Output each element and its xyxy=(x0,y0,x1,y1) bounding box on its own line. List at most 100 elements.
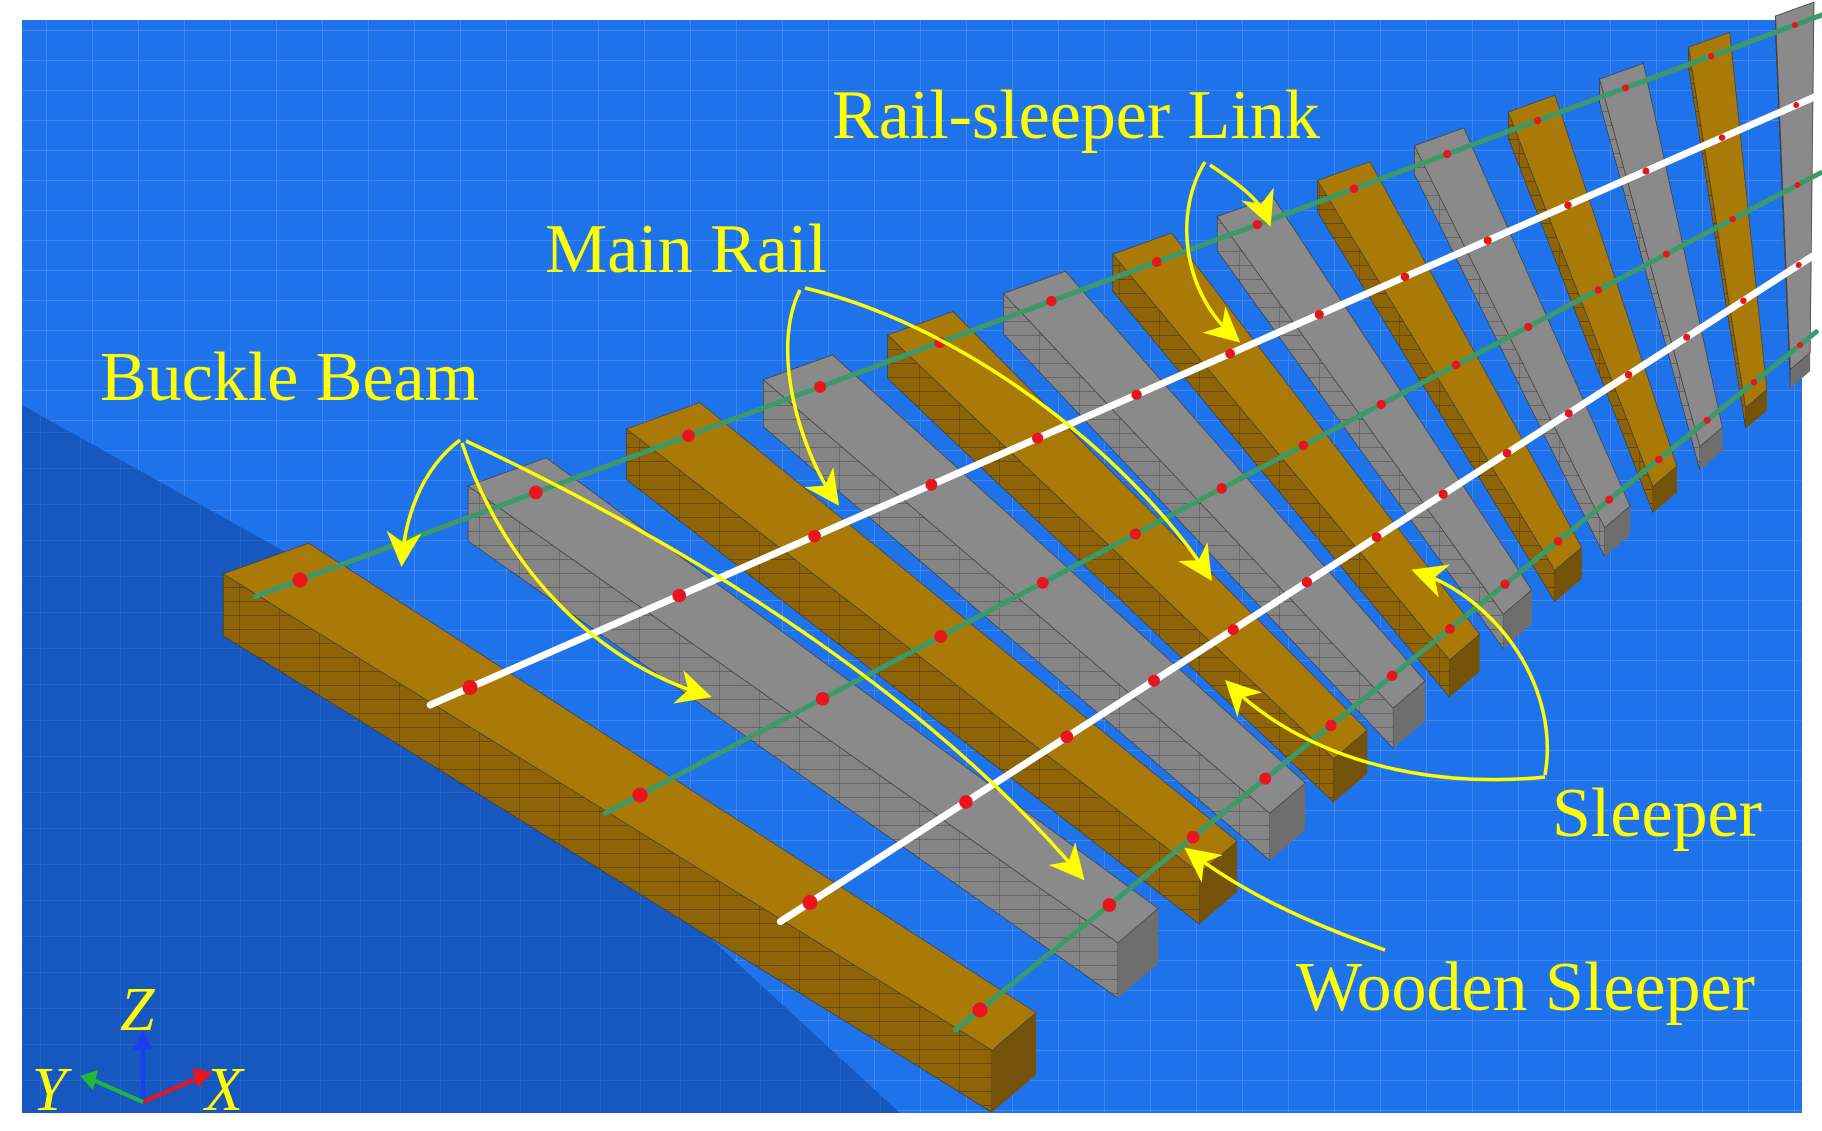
rail-sleeper-link-node xyxy=(1750,378,1758,386)
rail-sleeper-link-node xyxy=(1060,730,1074,744)
rail-sleeper-link-node xyxy=(1642,167,1650,175)
main-rail-right xyxy=(776,248,1822,926)
rail-sleeper-link-node xyxy=(1533,116,1542,125)
axis-z-head xyxy=(133,1030,153,1050)
rail-sleeper-link-node xyxy=(1314,309,1324,320)
rail-sleeper-link-node xyxy=(1032,432,1044,444)
rail-sleeper-link-node xyxy=(1624,370,1633,379)
arrow-mainrail-2 xyxy=(804,286,1212,581)
rail-sleeper-link-node xyxy=(1349,184,1359,194)
rail-sleeper-link-node xyxy=(672,588,687,603)
rail-sleeper-link-node xyxy=(1797,342,1803,348)
rail-sleeper-link-node xyxy=(1386,670,1398,682)
rail-sleeper-link-node xyxy=(1708,52,1715,60)
arrow-link-1 xyxy=(1209,163,1274,227)
rail-sleeper-link-node xyxy=(1046,295,1057,307)
sleeper-end xyxy=(1503,589,1532,649)
axis-x-head xyxy=(192,1068,212,1088)
rail-sleeper-link-node xyxy=(1301,576,1313,588)
sleeper-end xyxy=(1699,427,1723,471)
rail-sleeper-link-node xyxy=(1483,236,1492,245)
rail-sleeper-link-node xyxy=(632,787,648,803)
arrow-buckle-3 xyxy=(465,439,1085,881)
rail-sleeper-link-node xyxy=(1298,440,1309,451)
sleeper-end xyxy=(1393,680,1426,749)
rail-sleeper-link-node xyxy=(808,529,821,543)
main-rail-left xyxy=(426,89,1822,709)
rail-sleeper-link-node xyxy=(1564,409,1573,418)
arrow-wooden xyxy=(1184,847,1386,952)
rail-sleeper-link-node xyxy=(1443,150,1452,159)
label-sleeper: Sleeper xyxy=(1552,775,1762,852)
rail-sleeper-link-node xyxy=(925,478,938,491)
rail-sleeper-link-node xyxy=(1793,102,1800,108)
rail-sleeper-link-node xyxy=(1259,772,1272,785)
wooden-sleeper-end xyxy=(1652,466,1677,513)
rail-sleeper-link-node xyxy=(529,485,543,500)
rail-sleeper-link-node xyxy=(1376,399,1386,409)
rail-sleeper-link-node xyxy=(1718,134,1726,141)
rail-sleeper-link-node xyxy=(1500,579,1510,589)
rail-sleeper-link-node xyxy=(1227,624,1239,636)
rail-sleeper-link-node xyxy=(462,680,478,695)
rail-sleeper-link-node xyxy=(1502,448,1512,458)
rail-sleeper-link-node xyxy=(1564,201,1572,210)
rail-sleeper-link-node xyxy=(1622,84,1630,92)
sleeper-end xyxy=(1604,506,1631,557)
rail-sleeper-link-node xyxy=(1729,215,1736,223)
rail-sleeper-link-node xyxy=(815,691,830,706)
axis-triad: Z X Y xyxy=(32,976,245,1124)
sleeper-end xyxy=(1269,783,1306,861)
arrow-link-2 xyxy=(1185,161,1241,343)
wooden-sleeper-end xyxy=(1554,547,1582,602)
rail-sleeper-link-node xyxy=(1148,674,1160,687)
wooden-sleeper xyxy=(625,402,1238,874)
wooden-sleeper-end xyxy=(1333,730,1368,803)
wooden-sleeper-end xyxy=(991,1012,1037,1113)
rail-sleeper-link-node xyxy=(1438,489,1448,499)
label-main-rail: Main Rail xyxy=(545,211,827,288)
node-group xyxy=(292,22,1803,1018)
sleeper xyxy=(762,354,1306,814)
arrow-buckle-2 xyxy=(460,442,712,704)
axis-y-head xyxy=(80,1070,98,1090)
rail-sleeper-link-node xyxy=(1102,898,1117,912)
label-wooden-sleeper: Wooden Sleeper xyxy=(1296,949,1755,1026)
wooden-sleeper xyxy=(222,542,1037,1051)
sleeper-end xyxy=(1790,352,1811,389)
rail-sleeper-link-node xyxy=(972,1002,988,1018)
axis-x-arrow xyxy=(142,1076,199,1104)
rail-sleeper-link-node xyxy=(1740,297,1747,304)
rail-sleeper-link-node xyxy=(1400,272,1410,282)
rail-sleeper-link-node xyxy=(1216,483,1227,494)
rail-sleeper-link-node xyxy=(682,429,695,443)
rail-sleeper-link-node xyxy=(292,572,308,588)
rail-sleeper-link-node xyxy=(1703,416,1711,424)
buckle-beam-middle xyxy=(602,170,1822,816)
rail-sleeper-link-node xyxy=(1794,182,1801,188)
beam-group xyxy=(252,12,1822,1033)
rail-sleeper-link-node xyxy=(1225,348,1235,359)
rail-sleeper-link-node xyxy=(1325,719,1337,731)
rail-sleeper-link-node xyxy=(1795,262,1802,268)
rail-sleeper-link-node xyxy=(1036,576,1049,589)
rail-sleeper-link-node xyxy=(802,895,818,910)
arrow-buckle-1 xyxy=(386,438,462,567)
rail-sleeper-link-node xyxy=(1683,333,1691,341)
rail-sleeper-link-node xyxy=(1594,286,1603,294)
sleeper-end xyxy=(1117,908,1159,999)
rail-sleeper-link-node xyxy=(1662,250,1670,258)
rail-sleeper-link-node xyxy=(1252,219,1262,230)
rail-sleeper-link-node xyxy=(1131,389,1142,400)
rail-sleeper-link-node xyxy=(1186,830,1200,844)
label-buckle-beam: Buckle Beam xyxy=(100,339,479,416)
rail-sleeper-link-node xyxy=(1129,528,1141,540)
label-rail-sleeper-link: Rail-sleeper Link xyxy=(832,77,1320,154)
wooden-sleeper xyxy=(886,311,1368,760)
rail-sleeper-link-node xyxy=(959,795,973,809)
rail-sleeper-link-node xyxy=(1605,495,1614,504)
annotation-arrows xyxy=(386,161,1550,952)
rail-sleeper-link-node xyxy=(1451,360,1461,370)
axis-y-arrow xyxy=(92,1078,144,1104)
